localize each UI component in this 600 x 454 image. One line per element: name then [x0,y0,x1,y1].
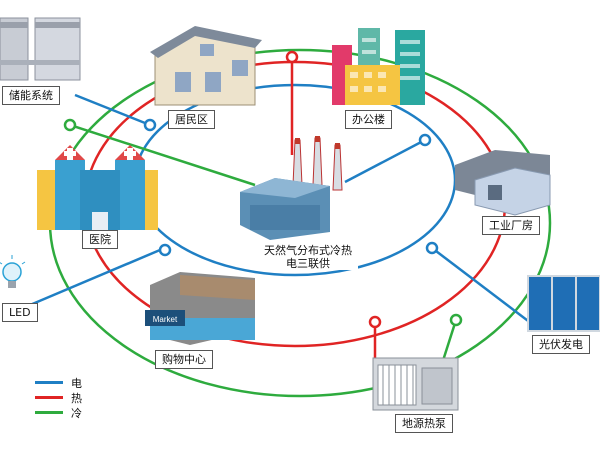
legend-swatch [35,411,63,414]
legend-item-electric: 电 [35,375,82,390]
legend-swatch [35,381,63,384]
office-building [332,28,425,105]
node-label-office: 办公楼 [345,110,392,129]
junction-dot [368,315,382,329]
legend-swatch [35,396,63,399]
node-label-pv: 光伏发电 [532,335,590,354]
solar-panel-array [527,275,600,332]
mall-building: Market [145,272,255,345]
residential-cold-link [69,123,256,187]
led-bulb-icon [0,255,26,288]
hospital-building [37,145,158,230]
residential-building [150,26,262,106]
storage-electric-link [74,93,151,127]
node-label-residential: 居民区 [168,110,215,129]
legend: 电 热 冷 [35,375,82,420]
junction-dot [63,118,77,132]
legend-label: 电 [71,376,82,390]
storage-building [0,17,81,81]
node-label-led: LED [2,303,38,322]
legend-item-heat: 热 [35,390,82,405]
junction-dot [143,118,157,132]
node-label-heatpump: 地源热泵 [395,414,453,433]
node-label-factory: 工业厂房 [482,216,540,235]
center-label-line1: 天然气分布式冷热 [264,244,352,257]
node-label-hospital: 医院 [82,230,118,249]
heatpump-unit [372,357,459,411]
legend-label: 热 [71,391,82,405]
factory-building [455,150,551,216]
junction-dot [158,243,172,257]
junction-dot [425,241,439,255]
legend-label: 冷 [71,406,82,420]
junction-dot [285,50,299,64]
led-electric-link [29,248,161,307]
node-label-mall: 购物中心 [155,350,213,369]
center-label-line2: 电三联供 [286,257,330,270]
junction-dot [418,133,432,147]
legend-item-cold: 冷 [35,405,82,420]
pv-electric-link [431,247,541,331]
central-plant-building [240,136,343,240]
junction-dot [449,313,463,327]
node-label-storage: 储能系统 [2,86,60,105]
center-label: 天然气分布式冷热 电三联供 [258,244,358,270]
mall-sign-text: Market [153,315,178,324]
center-electric-link [344,138,426,184]
